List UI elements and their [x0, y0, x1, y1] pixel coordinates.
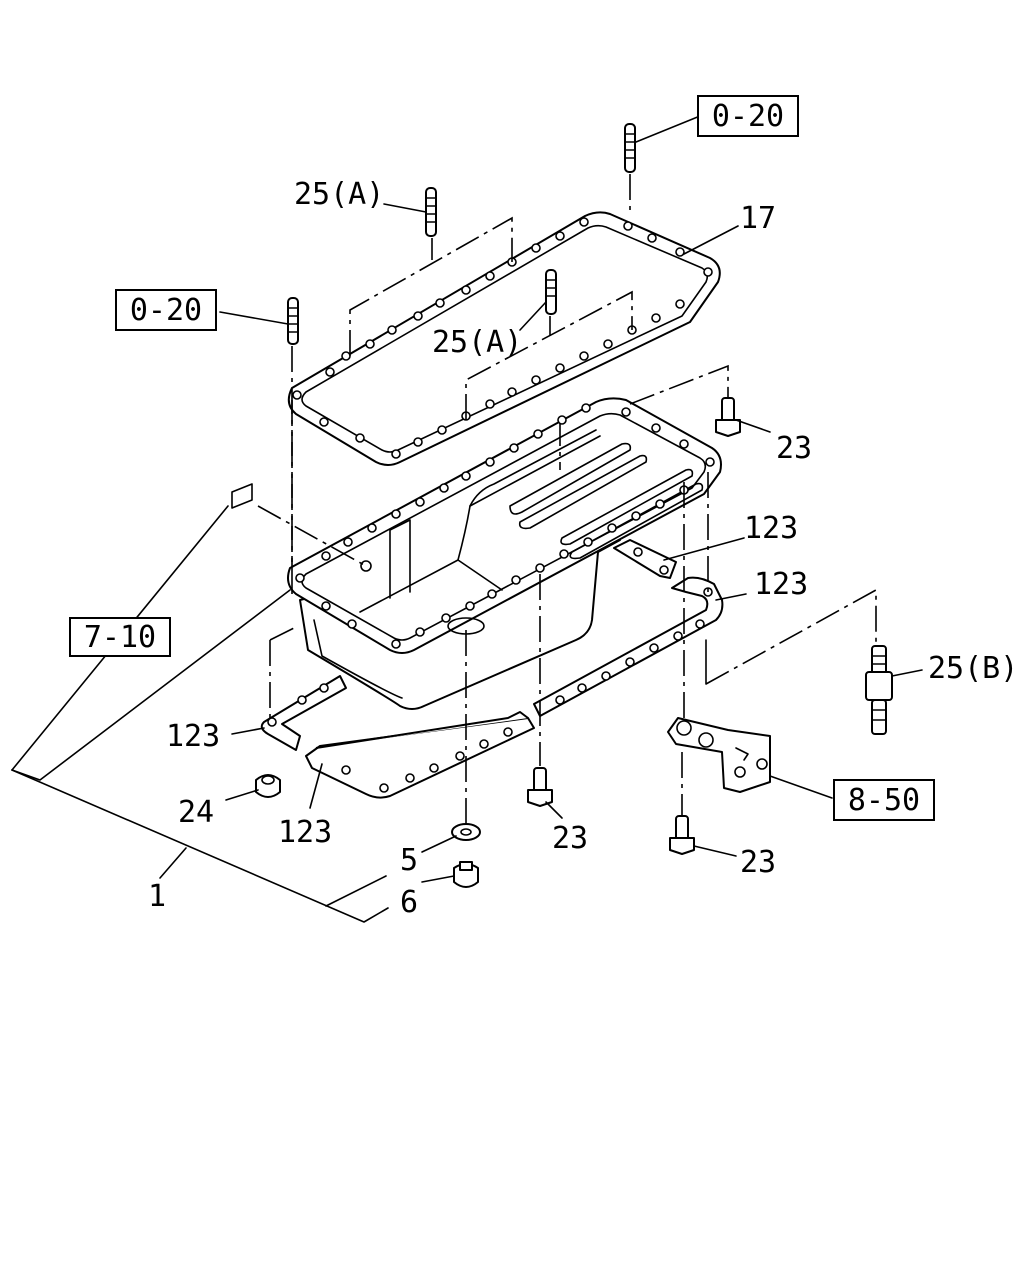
center-lines [257, 174, 877, 824]
label-17: 17 [740, 201, 776, 236]
label-24: 24 [178, 795, 214, 830]
stud-bolt-left [287, 297, 299, 345]
bolt-23-bracket [669, 815, 695, 855]
ref-box-0-20-left: 0-20 [115, 289, 217, 331]
stud-25b [865, 645, 893, 735]
label-6: 6 [400, 885, 418, 920]
label-123-d: 123 [278, 815, 332, 850]
upper-gasket-bolt-holes [292, 217, 713, 459]
ref-7-10-text: 7-10 [84, 620, 156, 655]
bolt-23-right [715, 397, 741, 437]
nut-24 [255, 774, 281, 798]
drain-plug-6 [453, 861, 479, 888]
bolt-23-middle [527, 767, 553, 807]
oil-pan [231, 397, 722, 710]
label-123-c: 123 [166, 719, 220, 754]
ref-8-50-text: 8-50 [848, 783, 920, 818]
label-5: 5 [400, 843, 418, 878]
label-25a-upper: 25(A) [294, 177, 384, 212]
ref-0-20-left-text: 0-20 [130, 293, 202, 328]
lower-gasket-holes [267, 547, 713, 793]
ref-box-7-10: 7-10 [69, 617, 171, 657]
stud-25a-upper [425, 187, 437, 237]
label-123-b: 123 [754, 567, 808, 602]
label-23-bracket: 23 [740, 845, 776, 880]
label-25a-lower: 25(A) [432, 325, 522, 360]
ref-0-20-top-text: 0-20 [712, 99, 784, 134]
ref-box-8-50: 8-50 [833, 779, 935, 821]
upper-gasket [287, 211, 721, 466]
washer-5 [451, 823, 481, 841]
label-23-right: 23 [776, 431, 812, 466]
bracket [667, 717, 771, 793]
label-123-a: 123 [744, 511, 798, 546]
oil-pan-flange-holes [295, 403, 715, 649]
label-25b: 25(B) [928, 651, 1018, 686]
label-1: 1 [148, 879, 166, 914]
lower-gasket-segments [260, 539, 724, 799]
label-23-middle: 23 [552, 821, 588, 856]
stud-25a-lower [545, 269, 557, 315]
ref-box-0-20-top: 0-20 [697, 95, 799, 137]
stud-bolt-top-right [624, 123, 636, 173]
